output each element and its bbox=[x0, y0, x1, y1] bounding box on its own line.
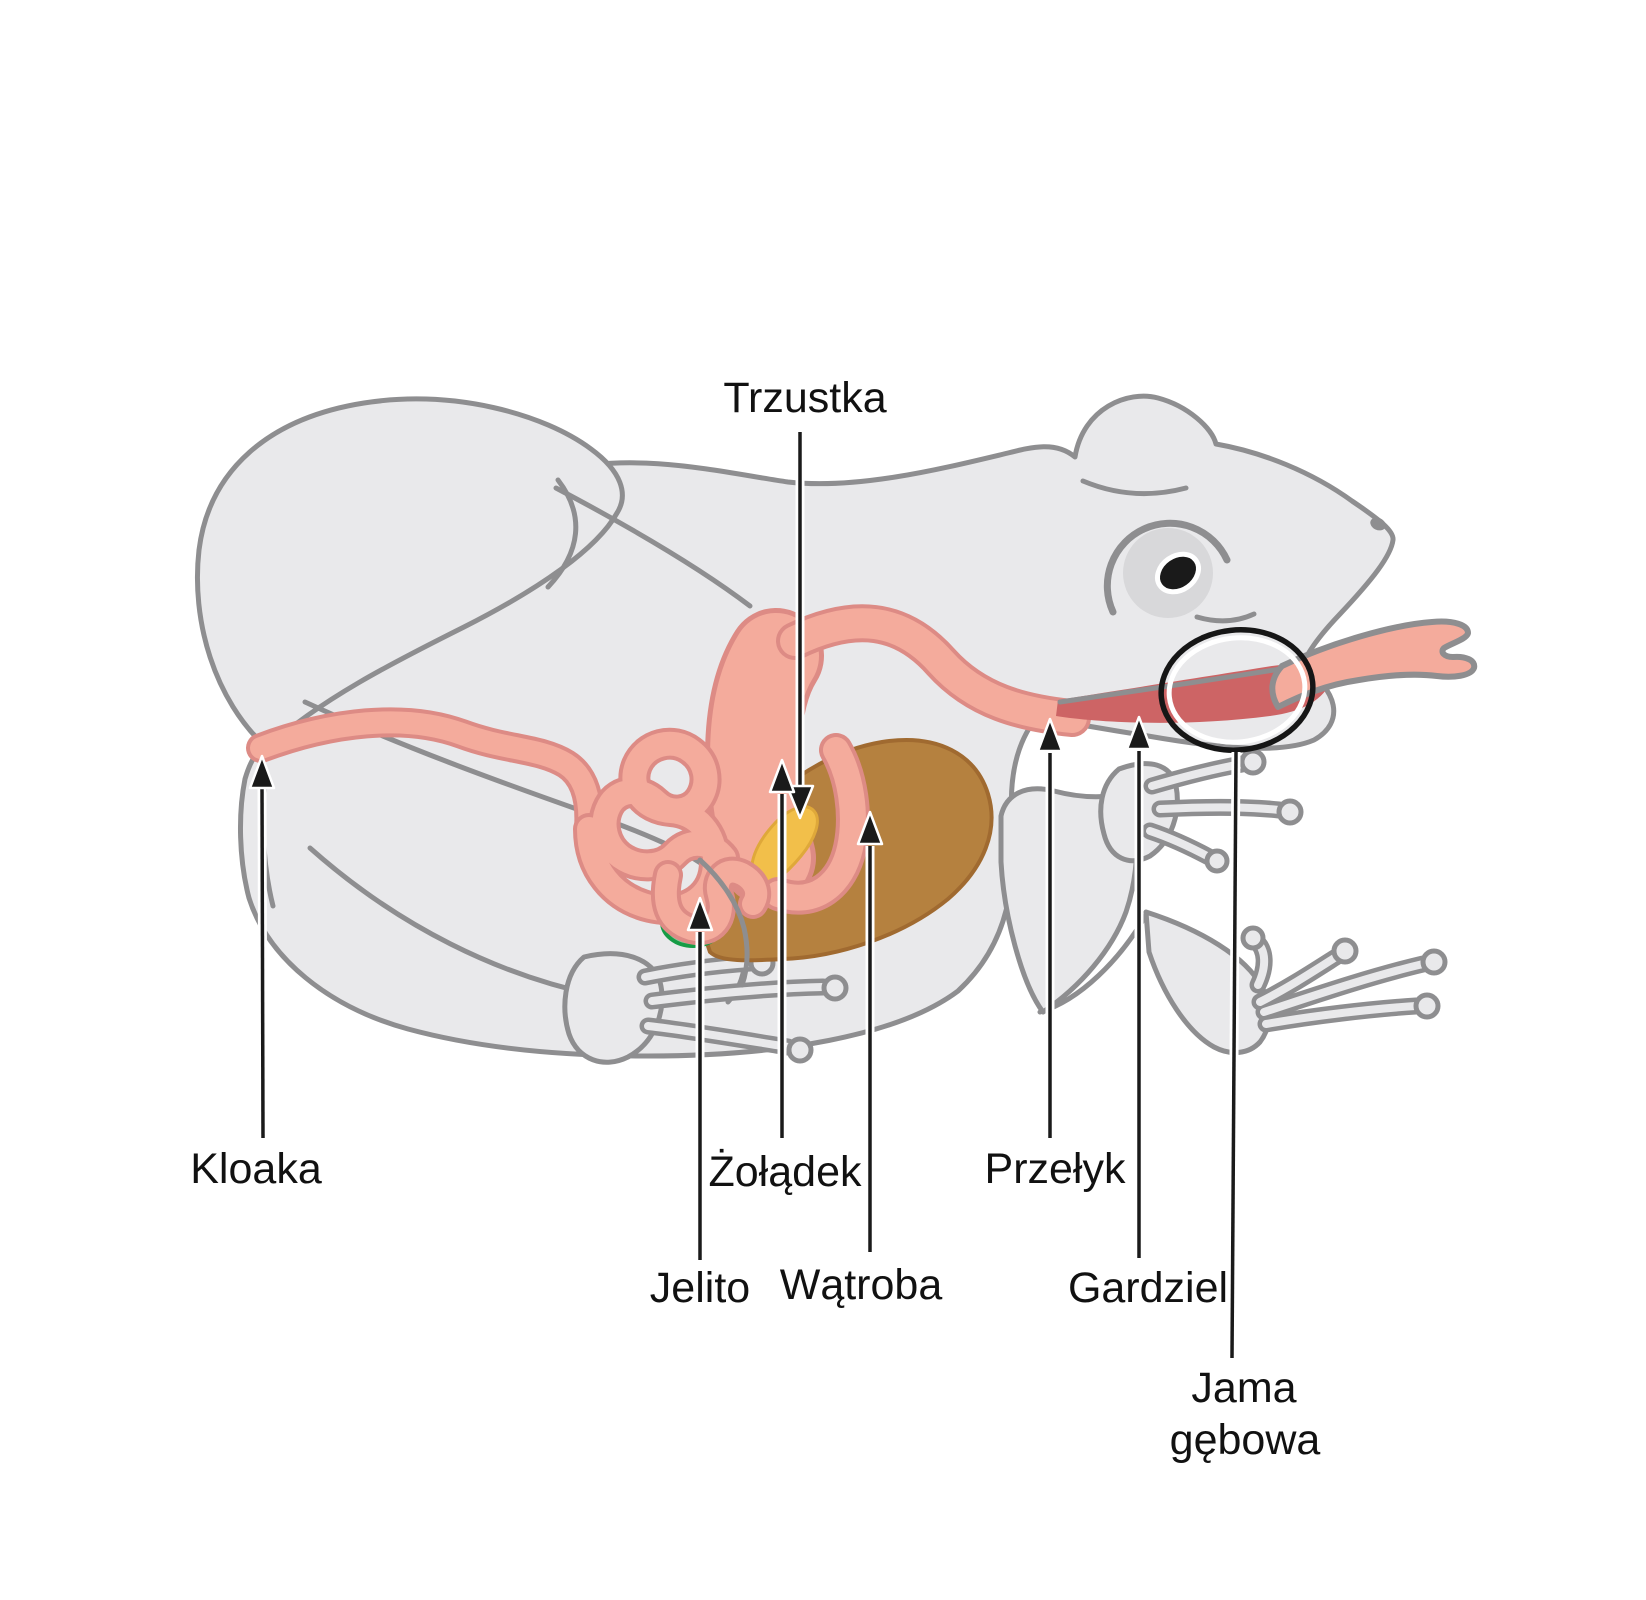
near-toe-2-tip bbox=[821, 974, 849, 1002]
arrow-head-up-icon bbox=[1125, 715, 1153, 751]
near-toe-3-fill bbox=[644, 1022, 792, 1051]
far-hind-foot bbox=[1143, 909, 1448, 1056]
arrow-head-up-icon bbox=[856, 810, 884, 846]
far-toe-2-tip bbox=[1420, 948, 1448, 976]
frog-thigh bbox=[194, 396, 625, 751]
arrow-trzustka bbox=[785, 432, 815, 820]
front-finger-2-tip bbox=[1276, 798, 1304, 826]
far-toe-curled-tip bbox=[1240, 925, 1266, 951]
frog-body-group bbox=[194, 393, 1448, 1065]
arrow-kloaka bbox=[248, 754, 276, 1139]
arrow-head-up-icon bbox=[248, 754, 276, 790]
head-bump-fold-line bbox=[1080, 478, 1189, 497]
far-toe-1-fill bbox=[1256, 953, 1340, 1006]
arrow-gardziel bbox=[1125, 715, 1153, 1258]
far-toe-1-tip bbox=[1331, 937, 1359, 965]
far-toe-3-fill bbox=[1262, 1002, 1420, 1028]
annotations-group: Trzustka Kloaka Jelito Żołądek Wątroba P… bbox=[190, 374, 1320, 1464]
pointer-jama-gebowa bbox=[1227, 751, 1241, 1359]
front-finger-2-fill bbox=[1156, 803, 1283, 814]
front-finger-1-tip bbox=[1239, 748, 1267, 776]
tongue-organ bbox=[1269, 618, 1478, 710]
near-toe-2-fill bbox=[648, 983, 827, 1005]
stomach-organ-fill bbox=[710, 613, 819, 901]
arrow-zoladek bbox=[768, 758, 796, 1138]
label-jelito: Jelito bbox=[650, 1264, 750, 1312]
organs-group bbox=[246, 604, 1091, 988]
label-jama-gebowa-line2: gębowa bbox=[1170, 1416, 1321, 1464]
label-gardziel: Gardziel bbox=[1068, 1264, 1228, 1312]
arrow-head-up-icon bbox=[768, 758, 796, 794]
arrow-przelyk bbox=[1036, 717, 1064, 1138]
under-eye-arc bbox=[1194, 611, 1257, 624]
label-kloaka: Kloaka bbox=[190, 1145, 322, 1193]
arrow-shaft bbox=[260, 785, 265, 1139]
far-toe-3-tip bbox=[1413, 992, 1441, 1020]
arrow-head-down-icon bbox=[785, 784, 815, 820]
arrow-watroba bbox=[856, 810, 884, 1252]
pointer-line bbox=[1230, 751, 1238, 1359]
arrow-head-up-icon bbox=[686, 896, 714, 932]
near-toe-3-tip bbox=[786, 1036, 814, 1064]
far-toe-2-fill bbox=[1260, 960, 1427, 1016]
intestine-lower-loop-fill bbox=[654, 860, 768, 942]
arrow-jelito bbox=[686, 896, 714, 1260]
label-jama-gebowa-line1: Jama bbox=[1191, 1364, 1296, 1412]
front-finger-3-fill bbox=[1146, 827, 1213, 861]
label-trzustka: Trzustka bbox=[723, 374, 886, 422]
stomach-curl-fill bbox=[765, 737, 866, 911]
label-przelyk: Przełyk bbox=[985, 1145, 1126, 1193]
eye-pupil bbox=[1155, 551, 1201, 595]
oral-cavity-circle-inner bbox=[1166, 635, 1308, 745]
eyelid-arc bbox=[1103, 519, 1231, 616]
hind-leg-fold-over-organs bbox=[697, 857, 750, 988]
label-zoladek: Żołądek bbox=[709, 1148, 862, 1196]
label-watroba: Wątroba bbox=[780, 1261, 943, 1309]
mouth-group bbox=[1056, 618, 1478, 753]
esophagus-organ-fill bbox=[780, 608, 1087, 733]
groin-fold-line bbox=[553, 485, 753, 609]
intestine-rear-tube-fill bbox=[250, 711, 601, 840]
head-details bbox=[1028, 478, 1386, 712]
front-finger-3-tip bbox=[1204, 848, 1230, 874]
oral-cavity-circle bbox=[1158, 627, 1316, 753]
jaw-line bbox=[1057, 663, 1303, 705]
nostril-icon bbox=[1370, 517, 1386, 531]
gullet-red-band bbox=[1056, 664, 1332, 723]
arrow-head-up-icon bbox=[1036, 717, 1064, 753]
